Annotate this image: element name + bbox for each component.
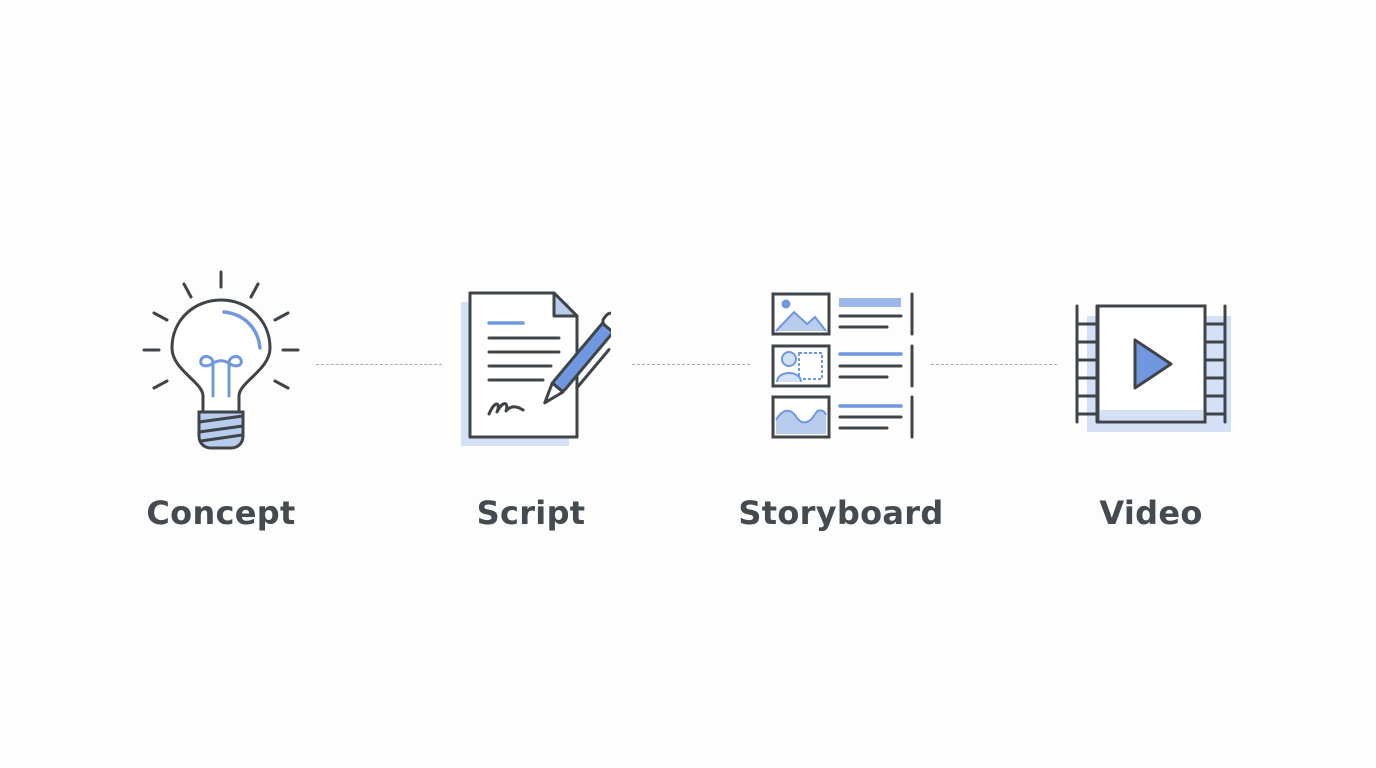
document-pen-icon [461,291,611,446]
step-label-script: Script [476,494,586,532]
storyboard-icon [771,292,914,439]
step-script: Script [421,260,641,550]
step-label-storyboard: Storyboard [738,494,944,532]
step-concept: Concept [111,260,331,550]
video-play-icon [1075,304,1231,432]
step-label-concept: Concept [146,494,296,532]
connector-line [316,364,442,365]
lightbulb-icon [142,270,300,450]
step-label-video: Video [1099,494,1203,532]
connector-line [632,364,750,365]
step-storyboard: Storyboard [731,260,951,550]
step-video: Video [1041,260,1261,550]
connector-line [931,364,1057,365]
